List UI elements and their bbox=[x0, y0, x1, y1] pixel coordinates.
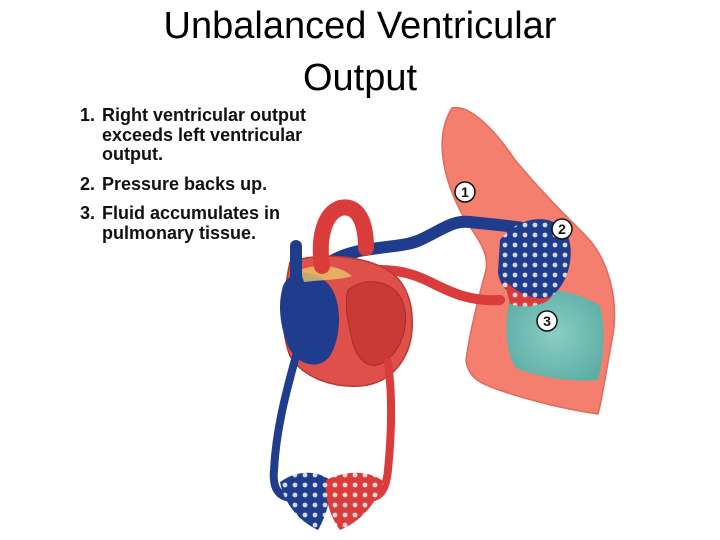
svg-text:1: 1 bbox=[461, 184, 469, 200]
systemic-capillary-red bbox=[325, 472, 384, 530]
systemic-vein bbox=[269, 352, 300, 502]
steps-list: 1. Right ventricular output exceeds left… bbox=[80, 105, 320, 253]
marker-2: 2 bbox=[551, 218, 573, 240]
step-text: Right ventricular output exceeds left ve… bbox=[102, 105, 306, 164]
marker-3: 3 bbox=[536, 310, 558, 332]
step-2: 2. Pressure backs up. bbox=[80, 173, 320, 195]
step-number: 1. bbox=[80, 105, 96, 125]
step-text: Fluid accumulates in pulmonary tissue. bbox=[102, 203, 281, 243]
svg-text:3: 3 bbox=[543, 313, 551, 329]
svg-text:2: 2 bbox=[558, 221, 566, 237]
heart-fat bbox=[300, 265, 352, 282]
title-line-2: Output bbox=[302, 57, 418, 99]
aorta bbox=[312, 199, 374, 274]
step-1: 1. Right ventricular output exceeds left… bbox=[80, 105, 320, 165]
slide-title: Unbalanced Ventricular Output bbox=[0, 0, 720, 104]
lung-capillary-bed bbox=[498, 219, 571, 301]
lung-capillary-bed-red bbox=[504, 280, 552, 307]
step-number: 3. bbox=[80, 203, 96, 223]
right-ventricle bbox=[280, 272, 339, 365]
left-ventricle bbox=[345, 281, 406, 366]
systemic-capillary-blue bbox=[280, 472, 331, 530]
step-3: 3. Fluid accumulates in pulmonary tissue… bbox=[80, 203, 320, 243]
systemic-artery bbox=[364, 358, 395, 502]
fluid-region bbox=[506, 287, 604, 381]
step-number: 2. bbox=[80, 173, 96, 194]
title-line-1: Unbalanced Ventricular bbox=[163, 5, 557, 47]
pulmonary-vein bbox=[373, 265, 505, 306]
step-text: Pressure backs up. bbox=[102, 173, 268, 194]
marker-1: 1 bbox=[454, 181, 476, 203]
